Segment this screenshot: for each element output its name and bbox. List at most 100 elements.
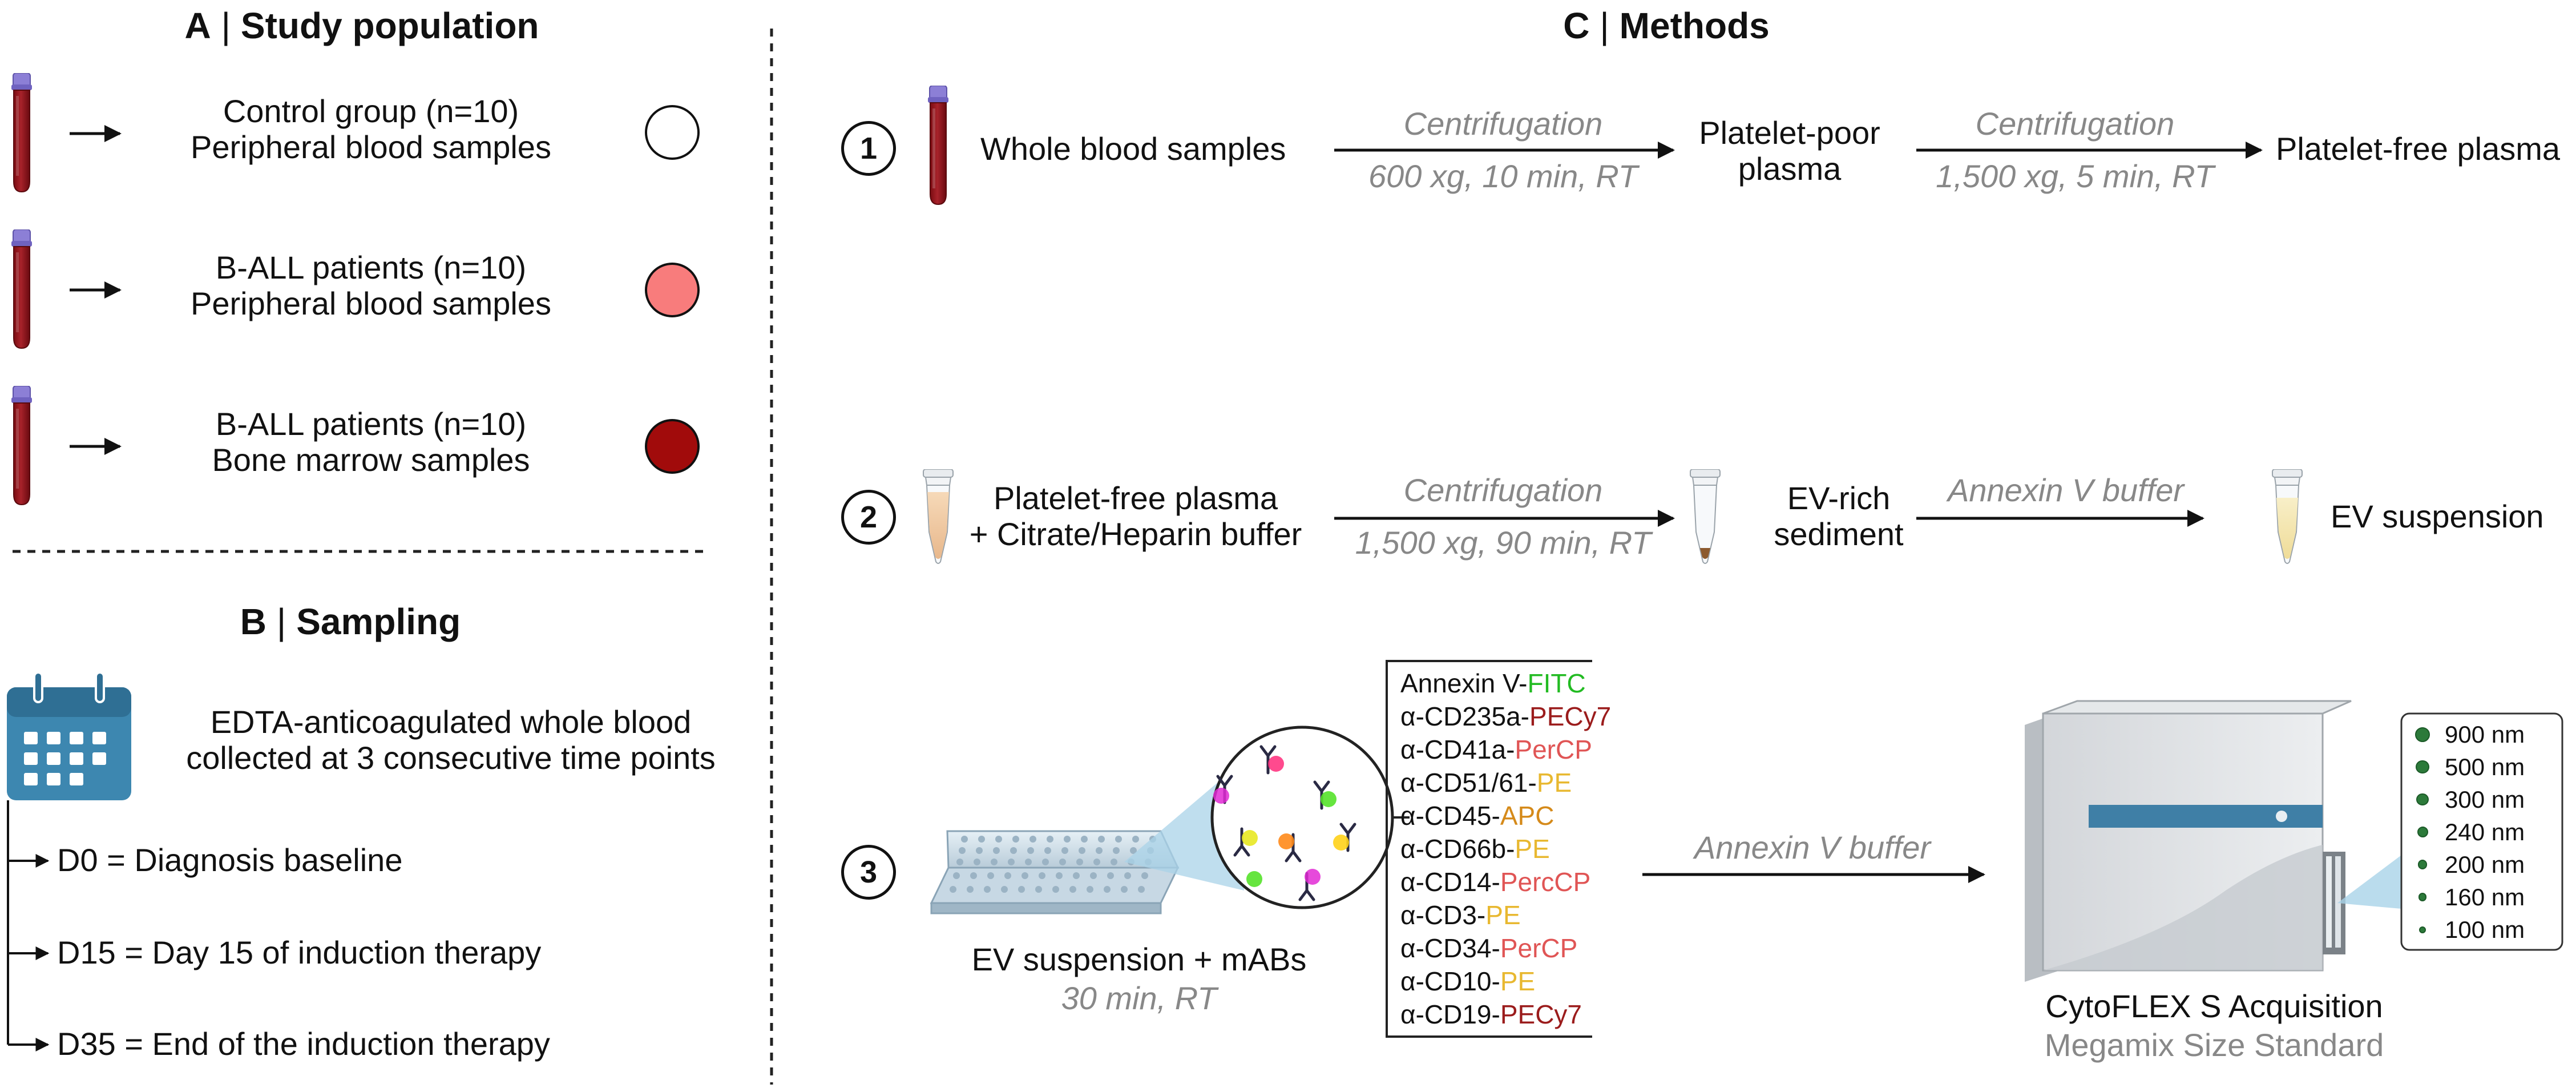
sampling-description-line: collected at 3 consecutive time points [186, 739, 716, 776]
bead-dot-icon [2417, 827, 2428, 837]
size-value: 200 nm [2444, 851, 2525, 878]
fluorochrome-label: PE [1536, 768, 1572, 797]
plate-label: EV suspension + mABs [971, 941, 1307, 977]
group-sample-type: Peripheral blood samples [191, 128, 551, 165]
antibody-name: α-CD19- [1400, 1000, 1500, 1029]
step-number-badge: 2 [841, 490, 896, 545]
plate-incubation-label: 30 min, RT [1061, 980, 1217, 1016]
group-sample-type: Peripheral blood samples [191, 285, 551, 321]
arrow-label-bottom: 1,500 xg, 90 min, RT [1355, 525, 1652, 561]
bead-dot-icon [2416, 760, 2429, 774]
antibody-name: Annexin V- [1400, 668, 1528, 698]
bead-dot-icon [2415, 727, 2430, 742]
antibody-item: α-CD51/61-PE [1400, 766, 1611, 799]
antibody-item: α-CD14-PercCP [1400, 865, 1611, 898]
antibody-item: α-CD3-PE [1400, 898, 1611, 932]
fluorochrome-label: PECy7 [1500, 1000, 1582, 1029]
panel-c-title: C | Methods [1563, 5, 1770, 46]
size-value: 100 nm [2445, 916, 2525, 943]
timepoint-d35: D35 = End of the induction therapy [57, 1026, 550, 1062]
label-line: sediment [1774, 515, 1904, 552]
antibody-item: α-CD235a-PECy7 [1400, 700, 1611, 733]
antibody-name: α-CD10- [1400, 966, 1500, 996]
group-color-marker [645, 105, 700, 160]
timepoint-d15: D15 = Day 15 of induction therapy [57, 934, 542, 970]
size-value: 240 nm [2445, 819, 2525, 845]
size-standard-item: 240 nm [2415, 816, 2525, 848]
step-number-badge: 1 [841, 121, 896, 176]
fluorochrome-label: PercCP [1500, 867, 1591, 897]
sampling-description: EDTA-anticoagulated whole blood collecte… [186, 704, 716, 776]
zoom-cone [2337, 855, 2401, 909]
size-standard-item: 300 nm [2415, 783, 2525, 816]
label-line: + Citrate/Heparin buffer [969, 515, 1302, 552]
blood-tube-icon [927, 86, 949, 205]
step2-end-label: EV suspension [2331, 498, 2544, 534]
fluorochrome-label: PerCP [1515, 735, 1592, 764]
size-value: 900 nm [2445, 721, 2525, 748]
blood-tube-icon [11, 229, 33, 349]
plasma-tube-icon [923, 469, 954, 564]
size-standard-label: Megamix Size Standard [2044, 1027, 2384, 1063]
size-standard-item: 500 nm [2415, 751, 2525, 783]
group-title: Control group (n=10) [223, 93, 519, 129]
group-title: B-ALL patients (n=10) [215, 249, 527, 285]
blood-tube-icon [11, 386, 33, 505]
antibody-name: α-CD45- [1400, 801, 1500, 831]
sediment-tube-icon [1690, 469, 1721, 564]
size-standard-box [2400, 712, 2563, 951]
size-standard-list: 900 nm 500 nm 300 nm 240 nm 200 nm 160 nm 100 … [2415, 718, 2525, 946]
size-value: 300 nm [2444, 786, 2525, 813]
size-standard-item: 100 nm [2415, 913, 2525, 946]
well-plate-icon [930, 830, 1180, 914]
step1-start-label: Whole blood samples [980, 131, 1286, 167]
arrow-label-bottom: 600 xg, 10 min, RT [1368, 158, 1638, 194]
label-line: plasma [1738, 150, 1842, 187]
antibody-item: α-CD10-PE [1400, 965, 1611, 998]
fluorochrome-label: APC [1500, 801, 1555, 831]
antibody-list-bracket [1386, 660, 1592, 1038]
bead-dot-icon [2417, 860, 2428, 869]
step2-start-label: Platelet-free plasma + Citrate/Heparin b… [969, 480, 1302, 552]
fluorochrome-label: PE [1515, 834, 1550, 864]
antibody-name: α-CD34- [1400, 933, 1500, 963]
antibody-name: α-CD66b- [1400, 834, 1515, 864]
arrow-label-top: Annexin V buffer [1694, 829, 1931, 865]
antibody-name: α-CD3- [1400, 900, 1486, 930]
panel-b-title: B | Sampling [240, 601, 461, 642]
panel-title-text: Study population [240, 5, 539, 46]
panel-letter: C [1563, 5, 1590, 46]
fluorochrome-label: PE [1500, 966, 1536, 996]
antibody-item: α-CD66b-PE [1400, 832, 1611, 865]
panel-title-text: Sampling [296, 601, 461, 642]
antibody-item: Annexin V-FITC [1400, 667, 1611, 700]
calendar-icon [7, 671, 131, 800]
group-label: Control group (n=10) Peripheral blood sa… [191, 93, 551, 165]
size-standard-item: 200 nm [2415, 848, 2525, 881]
panel-title-text: Methods [1619, 5, 1770, 46]
size-standard-item: 900 nm [2415, 718, 2525, 751]
group-color-marker [645, 419, 700, 474]
label-line: EV-rich [1787, 480, 1891, 516]
bead-dot-icon [2418, 893, 2427, 901]
arrow-label-top: Annexin V buffer [1947, 472, 2185, 508]
antibody-name: α-CD41a- [1400, 735, 1515, 764]
blood-tube-icon [11, 73, 33, 192]
size-standard-item: 160 nm [2415, 881, 2525, 913]
timepoint-d0: D0 = Diagnosis baseline [57, 842, 403, 878]
label-line: Platelet-poor [1699, 115, 1880, 151]
antibody-item: α-CD19-PECy7 [1400, 998, 1611, 1031]
arrow-label-top: Centrifugation [1975, 106, 2175, 142]
arrow-label-top: Centrifugation [1403, 472, 1603, 508]
group-label: B-ALL patients (n=10) Peripheral blood s… [191, 249, 551, 321]
bead-dot-icon [2416, 793, 2429, 806]
panel-a-title: A | Study population [184, 5, 539, 46]
fluorochrome-label: FITC [1527, 668, 1586, 698]
step-number-badge: 3 [841, 845, 896, 900]
fluorochrome-label: PECy7 [1529, 702, 1612, 731]
group-color-marker [645, 263, 700, 317]
antibody-item: α-CD41a-PerCP [1400, 733, 1611, 766]
step2-intermediate-label: EV-rich sediment [1774, 480, 1904, 552]
sampling-description-line: EDTA-anticoagulated whole blood [210, 704, 692, 740]
